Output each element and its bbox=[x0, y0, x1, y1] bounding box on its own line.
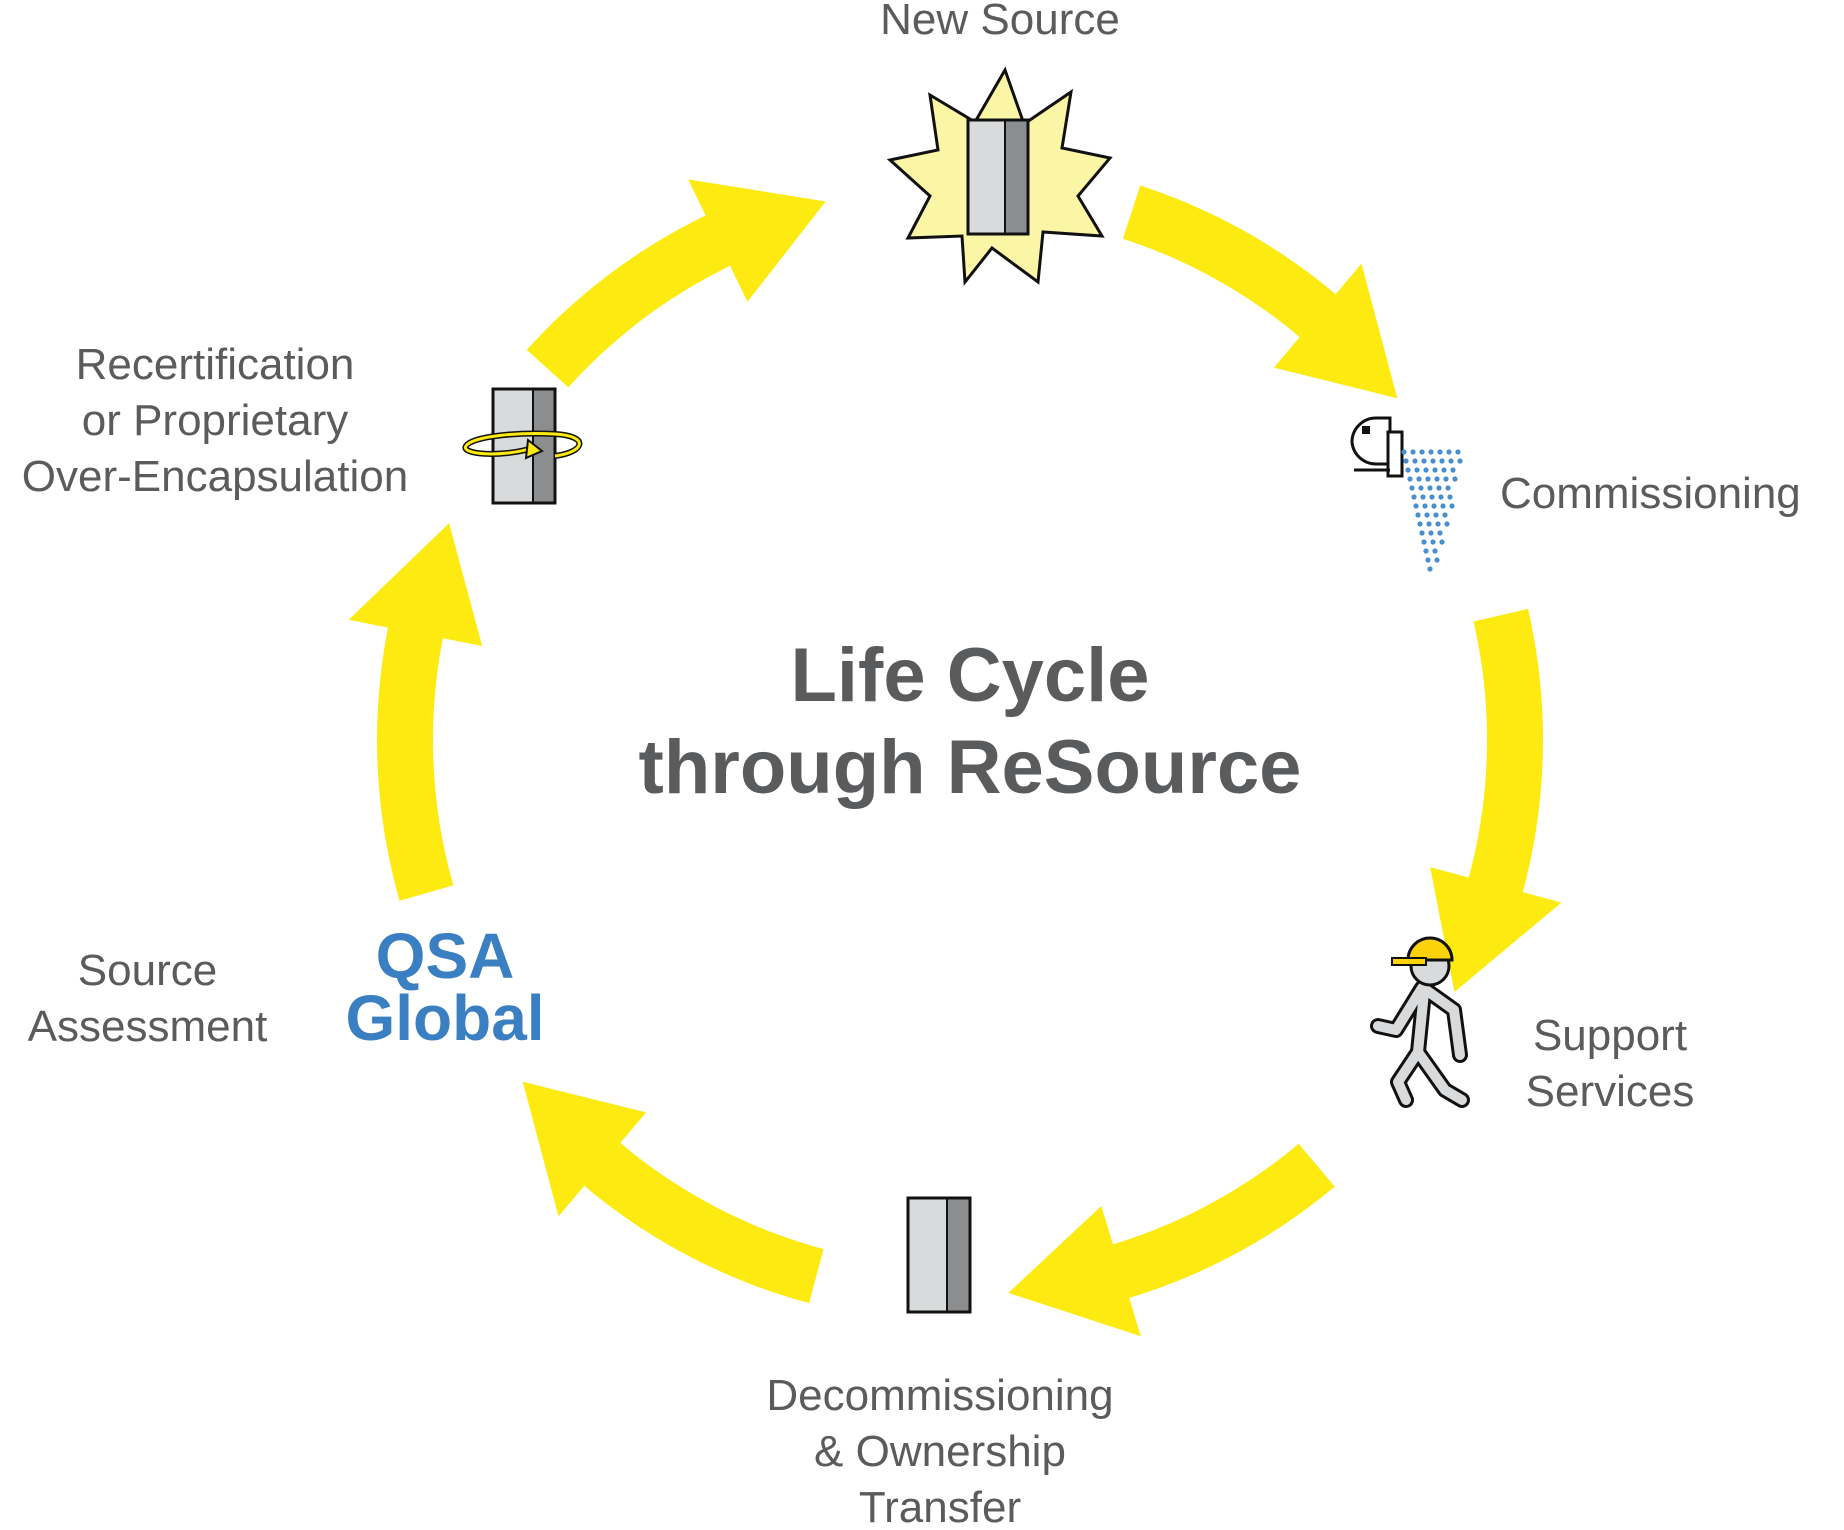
arrow-to-decommissioning bbox=[1008, 1143, 1335, 1337]
label-support-services: Support Services bbox=[1500, 1008, 1720, 1120]
starburst-source-icon bbox=[886, 66, 1113, 286]
cycle-arrows bbox=[348, 179, 1562, 1337]
source-capsule-icon bbox=[906, 1196, 972, 1314]
title-line-1: Life Cycle bbox=[790, 633, 1150, 718]
arrow-to-recertification bbox=[348, 523, 483, 901]
label-line: New Source bbox=[880, 0, 1120, 44]
arrow-to-support bbox=[1430, 608, 1562, 992]
label-line: Commissioning bbox=[1500, 469, 1801, 518]
diagram-title: Life Cycle through ReSource bbox=[560, 630, 1380, 814]
label-line: Decommissioning bbox=[766, 1371, 1114, 1420]
arrow-to-commissioning bbox=[1122, 185, 1398, 399]
label-line: Support bbox=[1532, 1011, 1688, 1060]
label-line: Assessment bbox=[27, 1002, 268, 1051]
label-line: Transfer bbox=[858, 1483, 1022, 1530]
label-line: & Ownership bbox=[814, 1427, 1066, 1476]
label-line: Recertification bbox=[75, 340, 355, 389]
walking-worker-icon bbox=[1370, 936, 1470, 1108]
logo-line-1: QSA bbox=[375, 920, 515, 992]
rotating-capsule-icon bbox=[462, 387, 583, 505]
label-source-assessment: Source Assessment bbox=[0, 943, 295, 1055]
label-line: Source bbox=[77, 946, 218, 995]
spray-nozzle-icon bbox=[1350, 416, 1463, 572]
arrow-to-assessment bbox=[522, 1081, 824, 1304]
title-line-2: through ReSource bbox=[638, 725, 1302, 810]
label-new-source: New Source bbox=[840, 0, 1160, 48]
label-commissioning: Commissioning bbox=[1500, 466, 1844, 522]
qsa-global-logo: QSA Global bbox=[330, 920, 560, 1054]
arrow-to-new-source bbox=[526, 179, 826, 388]
label-decommissioning: Decommissioning & Ownership Transfer bbox=[720, 1368, 1160, 1530]
logo-line-2: Global bbox=[345, 982, 545, 1054]
label-line: Services bbox=[1525, 1067, 1695, 1116]
label-recertification: Recertification or Proprietary Over-Enca… bbox=[0, 337, 430, 505]
label-line: Over-Encapsulation bbox=[21, 452, 409, 501]
label-line: or Proprietary bbox=[81, 396, 349, 445]
